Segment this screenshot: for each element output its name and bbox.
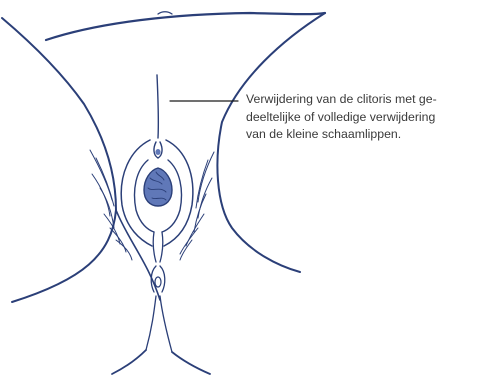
top-mark xyxy=(158,12,172,14)
bottom-contour-right xyxy=(172,352,210,374)
anal-opening xyxy=(155,277,161,287)
lower-fold-right xyxy=(160,296,172,352)
annotation-text: Verwijdering van de clitoris met ge- dee… xyxy=(246,91,482,144)
outer-labia-right-hatching xyxy=(180,152,214,260)
left-thigh-outline xyxy=(2,18,116,302)
mons-fold-line xyxy=(157,75,158,138)
perineal-line-right xyxy=(160,232,163,262)
perineal-line-left xyxy=(153,232,156,262)
annotation-line-2: deeltelijke of volledige verwijdering xyxy=(246,109,482,127)
lower-fold-left xyxy=(146,296,156,350)
annotation-line-3: van de kleine schaamlippen. xyxy=(246,126,482,144)
clitoral-dot xyxy=(155,149,160,155)
central-opening xyxy=(144,168,172,206)
torso-top-outline xyxy=(46,13,325,40)
annotation-line-1: Verwijdering van de clitoris met ge- xyxy=(246,91,482,109)
left-lower-contour xyxy=(116,210,160,300)
bottom-contour-left xyxy=(112,350,146,374)
